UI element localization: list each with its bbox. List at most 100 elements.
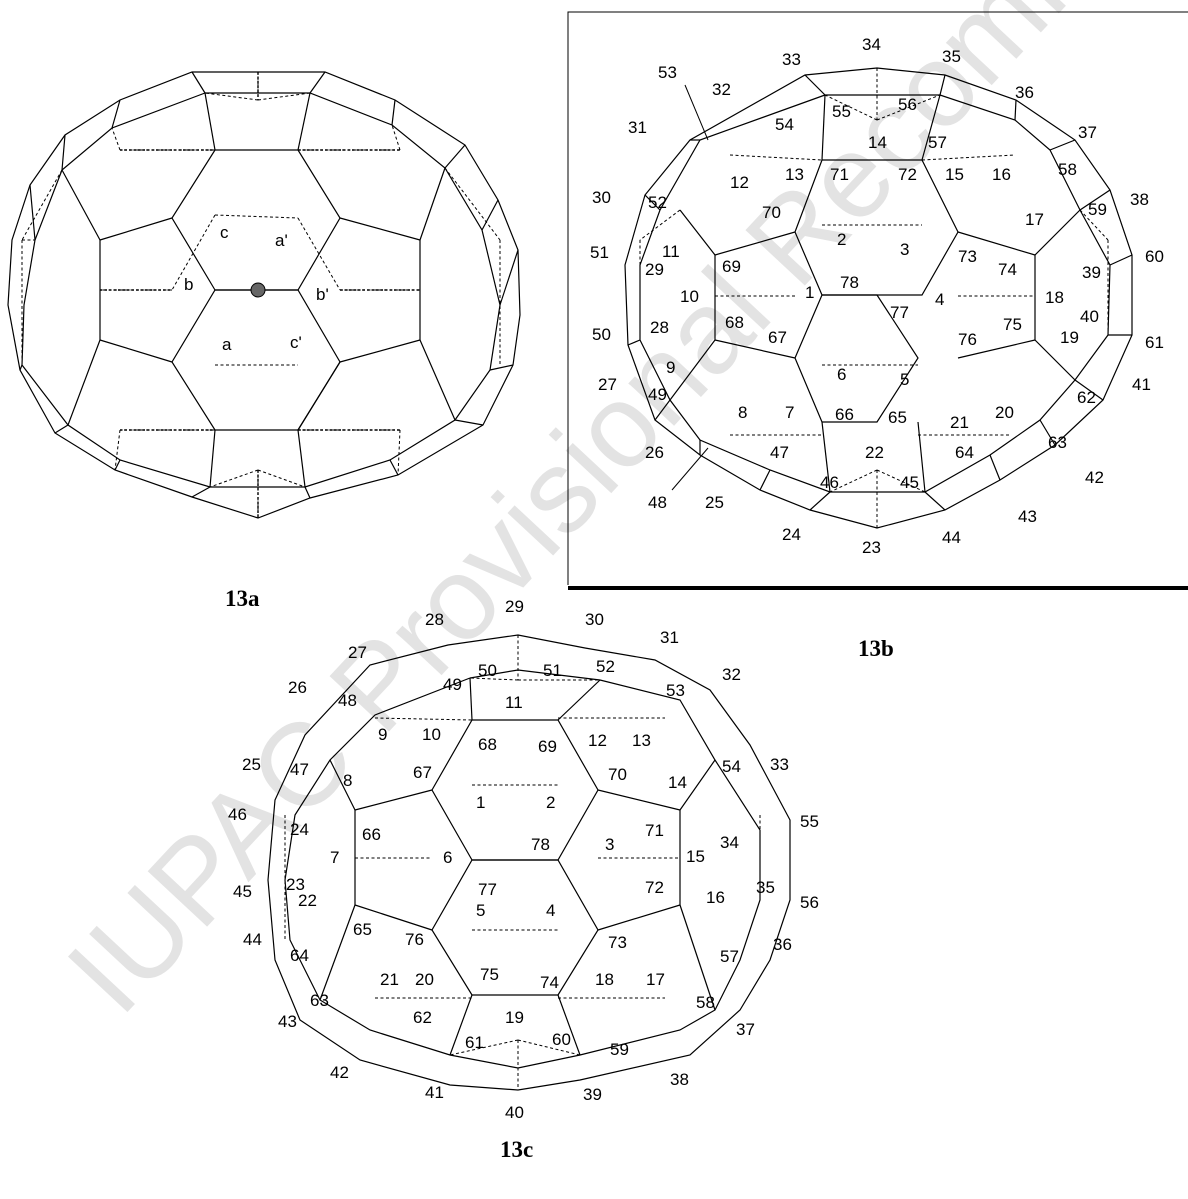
fig13c-atom-label: 76 — [405, 930, 424, 949]
fig13c-atom-label: 48 — [338, 691, 357, 710]
fig13c-atom-label: 51 — [543, 661, 562, 680]
fig13b-atom-label: 61 — [1145, 333, 1164, 352]
fig13b-atom-label: 51 — [590, 243, 609, 262]
fig13c-atom-label: 20 — [415, 970, 434, 989]
fig13c-atom-label: 78 — [531, 835, 550, 854]
fig13c-atom-label: 41 — [425, 1083, 444, 1102]
fig13b-atom-label: 32 — [712, 80, 731, 99]
fig13b-atom-label: 58 — [1058, 160, 1077, 179]
caption-13c: 13c — [500, 1137, 533, 1162]
fig13b-atom-label: 23 — [862, 538, 881, 557]
fig13c-atom-label: 39 — [583, 1085, 602, 1104]
fig13b-atom-label: 45 — [900, 473, 919, 492]
fig13c-atom-label: 49 — [443, 675, 462, 694]
fig13c-atom-label: 61 — [465, 1033, 484, 1052]
fig13b-atom-label: 60 — [1145, 247, 1164, 266]
fig13c-atom-label: 67 — [413, 763, 432, 782]
fig13b-atom-label: 29 — [645, 260, 664, 279]
fig13b-atom-label: 27 — [598, 375, 617, 394]
fig13b-atom-label: 46 — [820, 473, 839, 492]
fig13c-atom-label: 34 — [720, 833, 739, 852]
fig13b-atom-label: 56 — [898, 95, 917, 114]
fig13b-atom-label: 78 — [840, 273, 859, 292]
fig13b-atom-label: 68 — [725, 313, 744, 332]
fig13b-atom-label: 73 — [958, 247, 977, 266]
outer-boundary-13a — [7, 71, 521, 519]
fig13b-atom-label: 57 — [928, 133, 947, 152]
fig13c-atom-label: 70 — [608, 765, 627, 784]
fig13c-atom-label: 19 — [505, 1008, 524, 1027]
arrow-48 — [671, 447, 709, 491]
hidden-edges-13c — [284, 635, 761, 1090]
fig13c-atom-label: 11 — [505, 693, 523, 712]
fig13b-atom-label: 6 — [837, 365, 846, 384]
fig13c-atom-label: 50 — [478, 661, 497, 680]
fig13c-atom-label: 6 — [443, 848, 452, 867]
fig13c-atom-label: 33 — [770, 755, 789, 774]
fig13b-atom-label: 44 — [942, 528, 961, 547]
fig13c-atom-label: 22 — [298, 891, 317, 910]
fig13c-atom-label: 30 — [585, 610, 604, 629]
fig13c-atom-label: 26 — [288, 678, 307, 697]
hidden-edges-13b — [639, 68, 1109, 528]
fig13a-atom-label: c — [220, 223, 229, 242]
fig13b-atom-label: 11 — [662, 242, 680, 261]
fig13a-atom-label: a' — [275, 231, 288, 250]
fig13c-atom-label: 72 — [645, 878, 664, 897]
fig13c-atom-label: 13 — [632, 731, 651, 750]
fig13b-atom-label: 67 — [768, 328, 787, 347]
hidden-dotted-13a — [100, 72, 420, 518]
fig13b-atom-label: 69 — [722, 257, 741, 276]
fig13c-atom-label: 55 — [800, 812, 819, 831]
fig13b-atom-label: 33 — [782, 50, 801, 69]
fig13b-atom-label: 30 — [592, 188, 611, 207]
fig13c-atom-label: 12 — [588, 731, 607, 750]
fig13c-atom-label: 57 — [720, 947, 739, 966]
fig13b-atom-label: 36 — [1015, 83, 1034, 102]
fig13b-atom-label: 65 — [888, 408, 907, 427]
fig13b-atom-label: 19 — [1060, 328, 1079, 347]
fig13b-atom-label: 48 — [648, 493, 667, 512]
fig13b-atom-label: 53 — [658, 63, 677, 82]
fig13c-atom-label: 40 — [505, 1103, 524, 1122]
fig13c-atom-label: 44 — [243, 930, 262, 949]
fig13b-atom-label: 5 — [900, 370, 909, 389]
fig13b-atom-label: 24 — [782, 525, 801, 544]
fig13b-atom-label: 4 — [935, 290, 944, 309]
fig13a-atom-label: b — [184, 275, 193, 294]
fig13c-atom-label: 15 — [686, 847, 705, 866]
fig13c-atom-label: 16 — [706, 888, 725, 907]
front-faces-13c — [319, 677, 716, 1056]
fig13c-atom-label: 7 — [330, 848, 339, 867]
fig13c-atom-label: 69 — [538, 737, 557, 756]
fig13c-atom-label: 29 — [505, 597, 524, 616]
outer-ring-13b — [639, 94, 1111, 493]
fig13b-atom-label: 38 — [1130, 190, 1149, 209]
fig13c-atom-label: 38 — [670, 1070, 689, 1089]
fig13c-atom-label: 63 — [310, 991, 329, 1010]
fig13c-atom-label: 73 — [608, 933, 627, 952]
fig13c-atom-label: 77 — [478, 880, 497, 899]
fig13c-atom-label: 32 — [722, 665, 741, 684]
fig13b-atom-label: 15 — [945, 165, 964, 184]
fig13c-atom-label: 21 — [380, 970, 399, 989]
fig13b-atom-label: 14 — [868, 133, 887, 152]
outer-boundary-13c — [267, 634, 791, 1091]
fig13c-atom-label: 25 — [242, 755, 261, 774]
fig13c-atom-label: 10 — [422, 725, 441, 744]
fig13c-atom-label: 37 — [736, 1020, 755, 1039]
fig13c-atom-label: 45 — [233, 882, 252, 901]
fig13c-atom-label: 24 — [290, 820, 309, 839]
fig13c-atom-label: 58 — [696, 993, 715, 1012]
fig13b-atom-label: 50 — [592, 325, 611, 344]
fig13c-atom-label: 5 — [476, 901, 485, 920]
fig13c-atom-label: 74 — [540, 973, 559, 992]
fig13c-atom-label: 52 — [596, 657, 615, 676]
fig13b-atom-label: 42 — [1085, 468, 1104, 487]
fig13c-atom-label: 42 — [330, 1063, 349, 1082]
fig13a-atom-label: a — [222, 335, 232, 354]
fig13c-atom-label: 14 — [668, 773, 687, 792]
central-atom-13a — [250, 282, 266, 298]
fig13b-atom-label: 62 — [1077, 388, 1096, 407]
fig13c-atom-label: 23 — [286, 875, 305, 894]
